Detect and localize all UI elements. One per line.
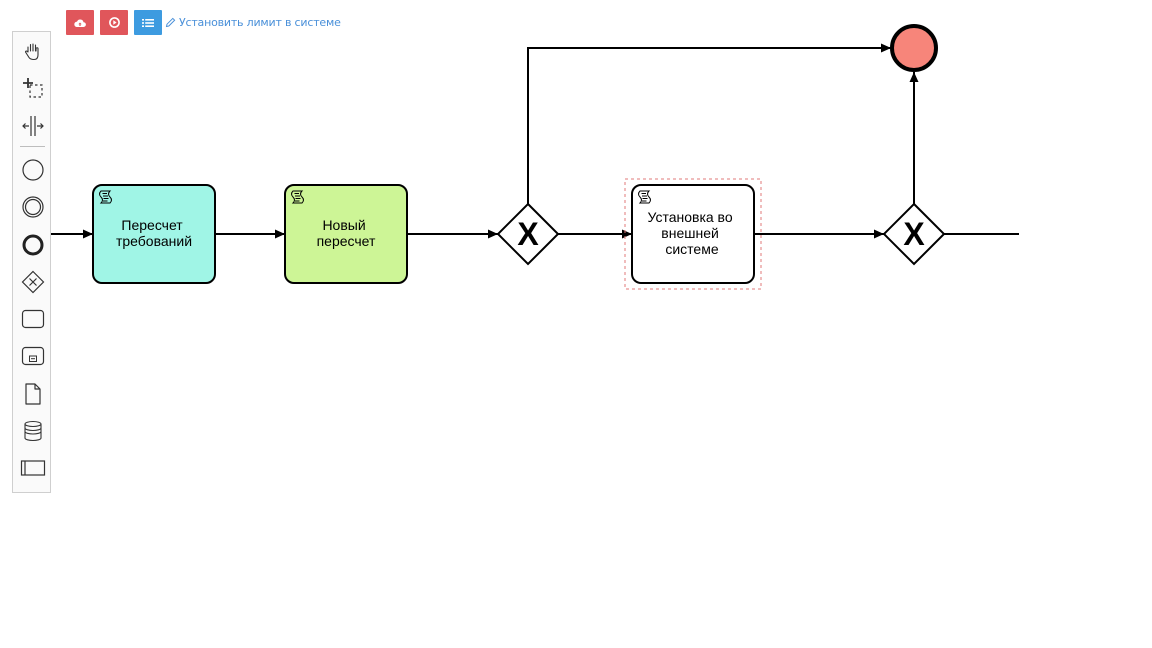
- task-label-line: требований: [116, 233, 192, 249]
- space-tool[interactable]: [13, 109, 52, 143]
- task-icon: [21, 309, 44, 329]
- exclusive-gateway-2[interactable]: X: [882, 202, 946, 266]
- task-label-line: Пересчет: [121, 217, 183, 233]
- hand-tool[interactable]: [13, 34, 52, 68]
- pool-tool[interactable]: [13, 451, 52, 485]
- lasso-tool[interactable]: [13, 71, 52, 105]
- data-store-icon: [23, 420, 42, 442]
- end-event[interactable]: [890, 24, 938, 72]
- task-new-recalc[interactable]: Новый пересчет: [284, 184, 408, 284]
- selection-outline: [624, 178, 762, 290]
- process-title: Установить лимит в системе: [179, 16, 341, 29]
- task-label-line: внешней: [661, 225, 719, 241]
- space-icon: [21, 116, 44, 136]
- sequence-flows: [51, 43, 1019, 239]
- properties-button[interactable]: [134, 10, 162, 35]
- task-shape: [631, 184, 755, 284]
- lasso-icon: [22, 78, 43, 98]
- task-label-line: Новый: [322, 217, 365, 233]
- cloud-upload-icon: [74, 18, 86, 27]
- intermediate-event-icon: [21, 196, 44, 218]
- data-store-tool[interactable]: [13, 414, 52, 448]
- task-recalc-requirements[interactable]: Пересчет требований: [92, 184, 216, 284]
- gateway-tool[interactable]: [13, 265, 52, 299]
- data-object-icon: [24, 383, 41, 405]
- start-event-icon: [21, 159, 44, 181]
- gateway-shape: [496, 202, 560, 266]
- pencil-icon: [165, 17, 176, 28]
- task-tool[interactable]: [13, 302, 52, 336]
- gateway-x-marker: X: [903, 216, 925, 252]
- list-icon: [142, 18, 154, 27]
- task-shape: [92, 184, 216, 284]
- task-label-line: пересчет: [317, 233, 376, 249]
- task-label: Установка во внешней системе: [647, 209, 736, 257]
- palette-separator: [20, 146, 45, 147]
- gateway-icon: [21, 270, 44, 294]
- flow-gateway1-to-end[interactable]: [527, 43, 891, 204]
- gateway-shape: [882, 202, 946, 266]
- intermediate-event-tool[interactable]: [13, 190, 52, 224]
- subprocess-tool[interactable]: [13, 339, 52, 373]
- hand-icon: [24, 43, 39, 61]
- gateway-x-marker: X: [517, 216, 539, 252]
- task-label-line: Установка во: [647, 209, 732, 225]
- tool-palette: [12, 31, 51, 493]
- run-button[interactable]: [100, 10, 128, 35]
- task-shape: [284, 184, 408, 284]
- task-label-line: системе: [665, 241, 718, 257]
- data-object-tool[interactable]: [13, 377, 52, 411]
- process-title-link[interactable]: Установить лимит в системе: [165, 16, 341, 29]
- deploy-button[interactable]: [66, 10, 94, 35]
- subprocess-icon: [21, 346, 44, 366]
- end-event-shape: [890, 24, 938, 72]
- task-install-external-system[interactable]: Установка во внешней системе: [624, 178, 762, 290]
- pool-icon: [20, 460, 45, 476]
- top-toolbar: Установить лимит в системе: [66, 10, 341, 35]
- task-label: Новый пересчет: [317, 217, 376, 249]
- exclusive-gateway-1[interactable]: X: [496, 202, 560, 266]
- end-event-tool[interactable]: [13, 228, 52, 262]
- start-event-tool[interactable]: [13, 153, 52, 187]
- task-label: Пересчет требований: [116, 217, 192, 249]
- play-circle-icon: [108, 17, 120, 28]
- end-event-icon: [22, 234, 43, 256]
